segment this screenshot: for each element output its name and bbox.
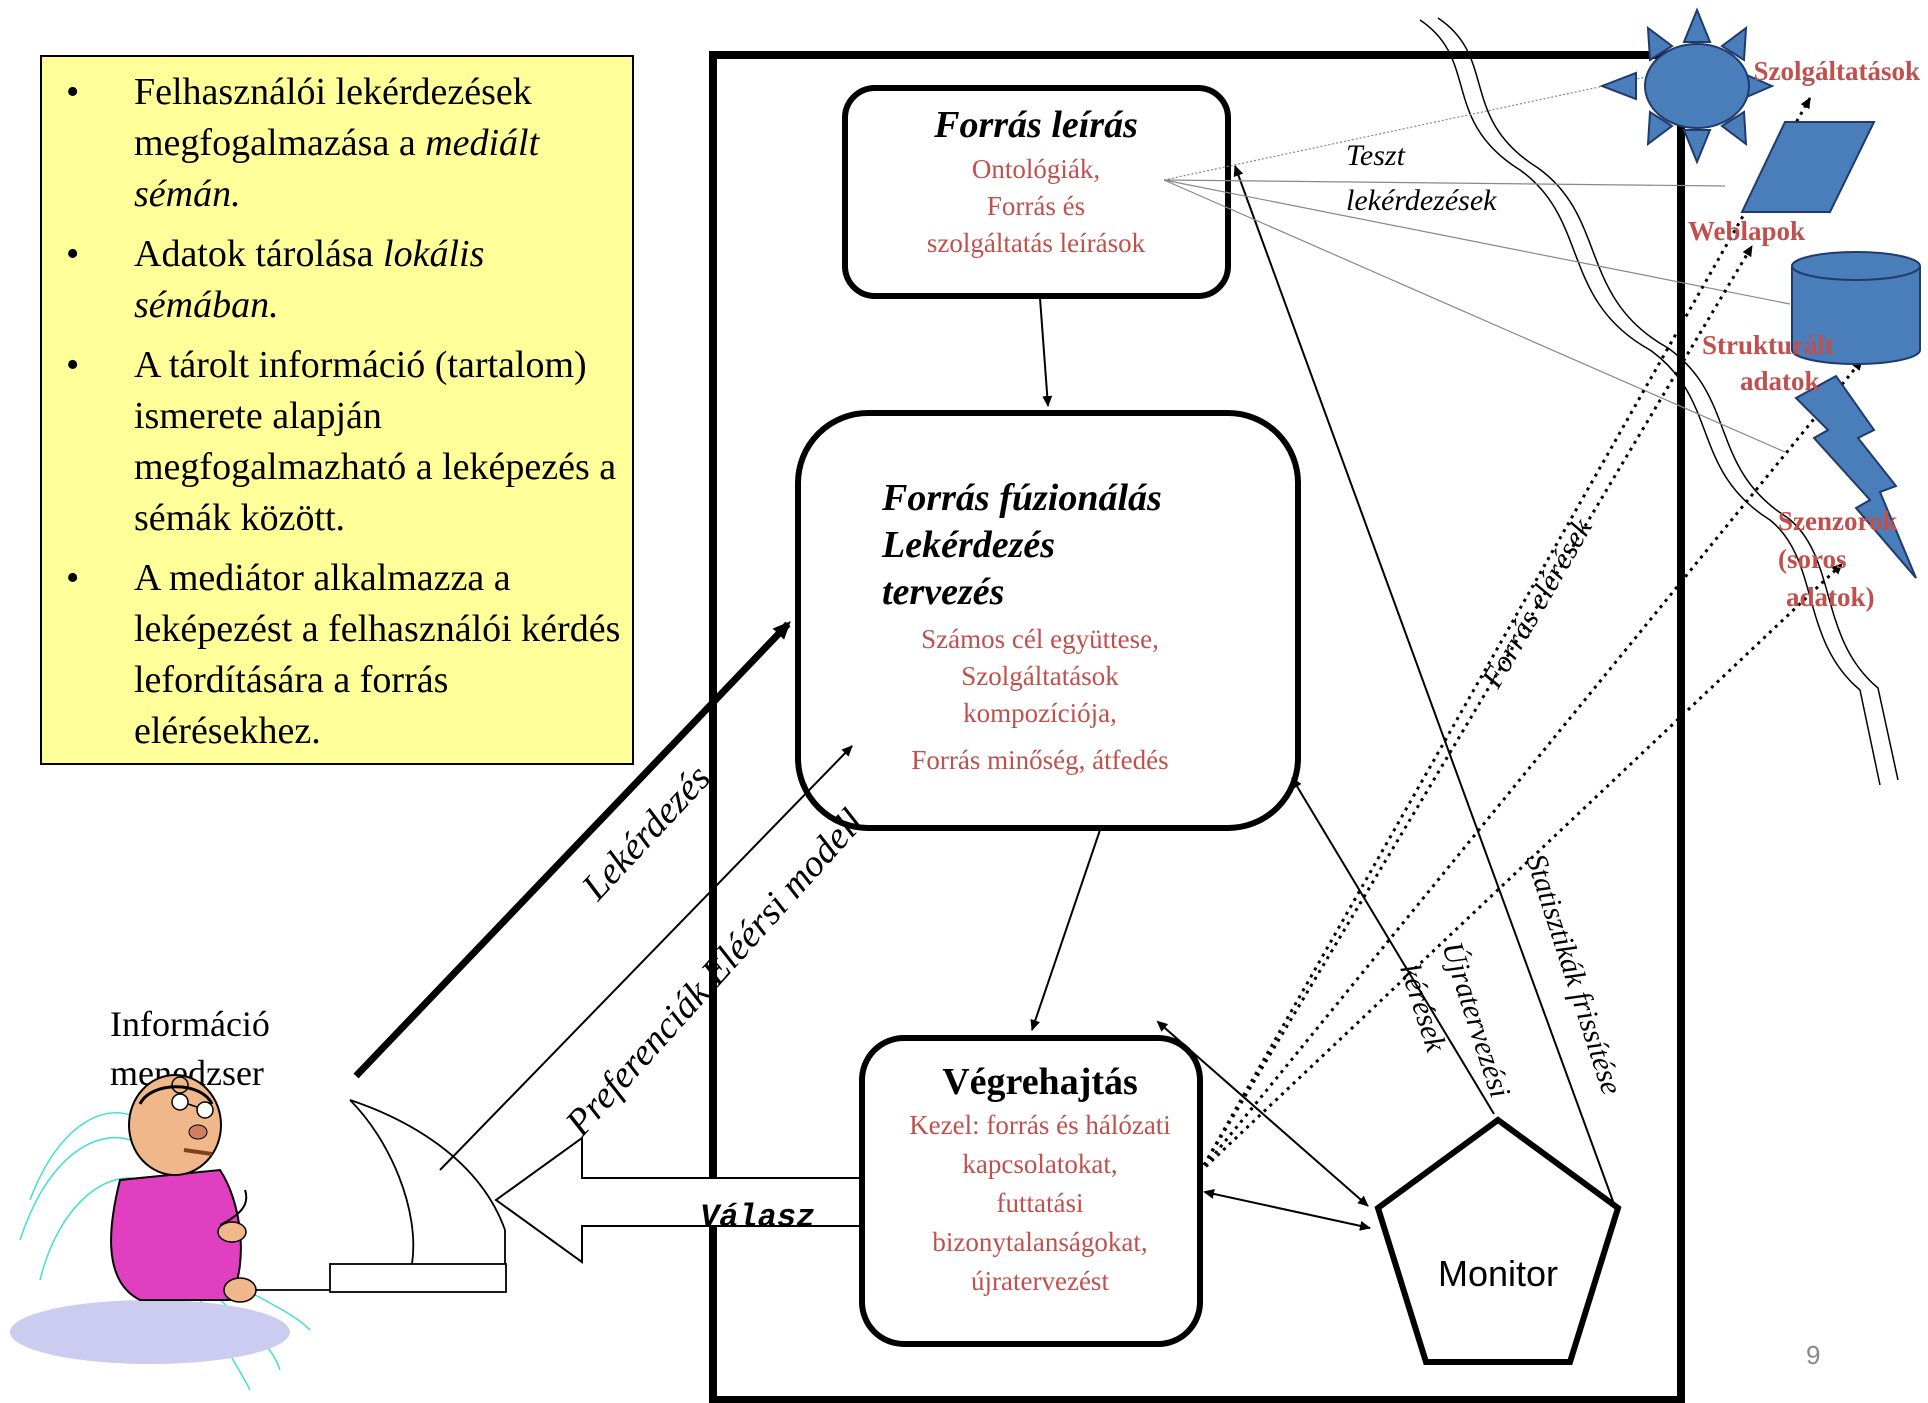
user-figure-icon	[10, 1074, 311, 1391]
execution-title: Végrehajtás	[942, 1061, 1138, 1103]
fusion-title-line-2: Lekérdezés	[881, 524, 1055, 566]
source-sensors-label-2: (soros	[1778, 544, 1847, 574]
bullet-item: • A tárolt információ (tartalom) ismerete…	[42, 340, 632, 544]
bullet-dot: •	[66, 557, 80, 599]
internet-boundary	[1419, 17, 1899, 786]
page-number: 9	[1806, 1340, 1821, 1370]
label-source-access: Forrás elérések	[1475, 513, 1599, 695]
source-description-box	[842, 85, 1231, 299]
label-test-queries-2: lekérdezések	[1346, 184, 1497, 217]
arrow-preferences	[439, 745, 853, 1171]
fusion-line-4: Forrás minőség, átfedés	[911, 745, 1168, 775]
fusion-line-1: Számos cél együttese,	[921, 624, 1159, 654]
arrow-execution-monitor-2	[1203, 1189, 1371, 1231]
bullet-text: A mediátor alkalmazza a leképezést a fel…	[134, 557, 621, 752]
label-replan-1: Újratervezési	[1435, 938, 1516, 1102]
bullet-text: Adatok tárolása	[134, 233, 384, 275]
bullet-item: • Adatok tárolása lokális sémában.	[42, 229, 632, 331]
execution-line-4: bizonytalanságokat,	[932, 1227, 1147, 1257]
execution-line-3: futtatási	[997, 1188, 1084, 1218]
source-structured-label-2: adatok	[1740, 366, 1820, 396]
source-services-label: Szolgáltatások	[1753, 56, 1920, 86]
source-structured-label-1: Strukturált	[1702, 330, 1834, 360]
bullet-dot: •	[66, 344, 80, 386]
label-test-queries-1: Teszt	[1346, 139, 1406, 172]
structured-data-cylinder-icon	[1791, 251, 1921, 365]
label-query: Lekérdezés	[573, 757, 719, 909]
bullet-dot: •	[66, 71, 80, 113]
execution-line-2: kapcsolatokat,	[962, 1149, 1117, 1179]
source-description-line-1: Ontológiák,	[972, 154, 1100, 184]
bullet-emphasis: lokális sémában.	[134, 233, 485, 326]
sensors-lightning-icon	[1794, 374, 1917, 579]
fusion-line-2: Szolgáltatások	[961, 661, 1119, 691]
source-description-line-2: Forrás és	[987, 191, 1085, 221]
source-webpages-label: Weblapok	[1688, 216, 1805, 246]
source-sensors-label-3: adatok)	[1786, 582, 1875, 612]
label-answer: Válasz	[700, 1199, 815, 1236]
bullet-text: A tárolt információ (tartalom) ismerete …	[134, 344, 617, 539]
bullet-dot: •	[66, 233, 80, 275]
label-stats-update: Statisztikák frissítése	[1519, 850, 1628, 1099]
user-label-1: Információ	[110, 1004, 270, 1044]
fusion-title-line-3: tervezés	[882, 571, 1004, 613]
mediator-frame	[709, 51, 1685, 1403]
answer-arrow	[494, 1136, 861, 1264]
label-replan-2: kérések	[1393, 960, 1452, 1056]
source-description-line-3: szolgáltatás leírások	[927, 228, 1146, 258]
arrow-description-to-fusion	[1039, 297, 1053, 407]
execution-line-5: újratervezést	[971, 1266, 1109, 1296]
terminal-icon	[250, 1099, 507, 1293]
fusion-box	[795, 410, 1301, 831]
arrow-query	[353, 621, 791, 1079]
bullet-text: Felhasználói lekérdezések megfogalmazása…	[134, 71, 532, 164]
webpages-parallelogram-icon	[1740, 121, 1876, 213]
bullet-item: • A mediátor alkalmazza a leképezést a fe…	[42, 553, 632, 757]
monitor-label: Monitor	[1438, 1253, 1558, 1294]
source-description-title: Forrás leírás	[933, 104, 1138, 146]
bullet-emphasis: mediált sémán.	[134, 122, 540, 215]
services-sun-icon	[1599, 7, 1775, 165]
bullet-item: • Felhasználói lekérdezések megfogalmazás…	[42, 67, 632, 220]
source-access-arrows	[1198, 97, 1864, 1174]
monitor-pentagon	[1374, 1116, 1622, 1365]
test-query-lines	[1163, 73, 1791, 453]
execution-line-1: Kezel: forrás és hálózati	[909, 1110, 1171, 1140]
arrow-replanning-requests	[1291, 777, 1495, 1115]
arrow-fusion-to-execution	[1030, 829, 1101, 1031]
fusion-line-3: kompozíciója,	[963, 698, 1117, 728]
fusion-title-line-1: Forrás fúzionálás	[881, 477, 1162, 519]
bullet-list-box: • Felhasználói lekérdezések megfogalmazás…	[40, 55, 634, 765]
arrow-execution-monitor-1	[1156, 1020, 1369, 1207]
arrow-statistics-update	[1233, 165, 1615, 1205]
source-sensors-label-1: Szenzorok	[1778, 506, 1898, 536]
